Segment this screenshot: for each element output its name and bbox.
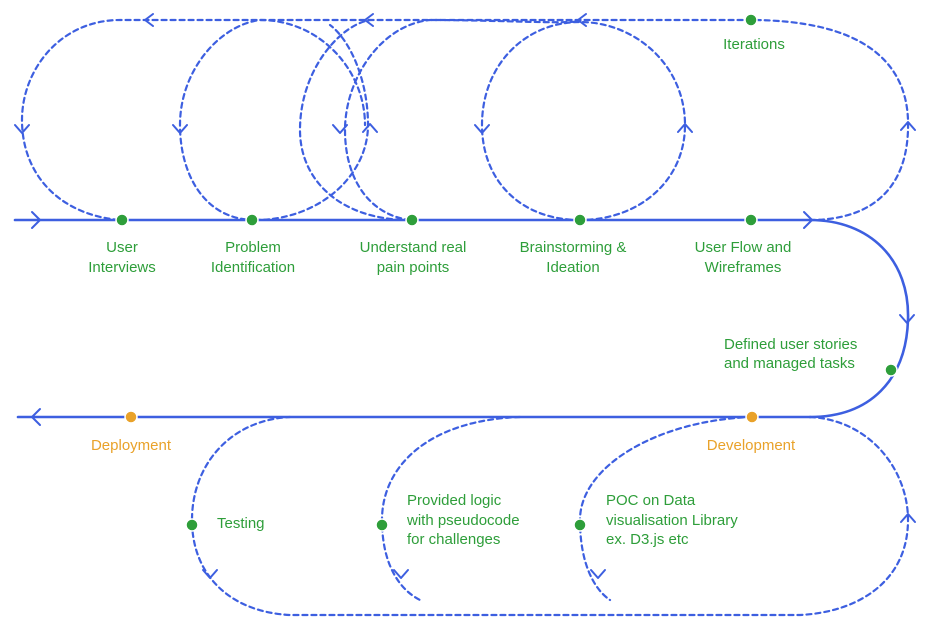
label-user-stories-2: and managed tasks [724, 355, 855, 372]
label-understand-1: Understand real [360, 239, 467, 256]
node-user-stories [884, 363, 898, 377]
node-iterations [744, 13, 758, 27]
arrowhead-left-1 [144, 13, 154, 27]
bottom-arrowhead-2 [393, 569, 409, 579]
arrowhead-up-3 [900, 121, 916, 131]
arrowhead-up-2 [677, 123, 693, 133]
iteration-loop-3 [343, 18, 582, 222]
label-brainstorming-2: Ideation [546, 259, 599, 276]
label-understand-2: pain points [377, 259, 450, 276]
arrowhead-left-2 [364, 13, 374, 27]
iteration-loop-4 [480, 20, 687, 222]
main-curve [808, 218, 910, 419]
node-development [745, 410, 759, 424]
label-user-flow-2: Wireframes [705, 259, 782, 276]
main-arrow-right [803, 211, 813, 229]
arrowhead-down-1 [14, 124, 30, 134]
bottom-arrowhead-3 [590, 569, 606, 579]
iteration-loop-2 [178, 18, 412, 222]
label-development: Development [707, 437, 796, 454]
node-brainstorming [573, 213, 587, 227]
main-arrow-start [31, 211, 41, 229]
arrowhead-down-4 [474, 124, 490, 134]
label-logic-3: for challenges [407, 531, 500, 548]
main-arrow-curve-down [899, 314, 915, 324]
label-poc-1: POC on Data [606, 492, 696, 509]
label-brainstorming-1: Brainstorming & [520, 239, 627, 256]
labels: User Interviews Problem Identification U… [88, 36, 857, 548]
iteration-loop-5 [253, 23, 370, 222]
label-logic-1: Provided logic [407, 492, 502, 509]
bottom-loop-poc [578, 415, 754, 602]
label-user-flow-1: User Flow and [695, 239, 792, 256]
label-problem-1: Problem [225, 239, 281, 256]
arrowhead-up-1 [362, 123, 378, 133]
label-poc-2: visualisation Library [606, 512, 738, 529]
arrowhead-down-2 [172, 124, 188, 134]
label-logic-2: with pseudocode [406, 512, 520, 529]
bottom-loops [190, 415, 916, 617]
node-deployment [124, 410, 138, 424]
bottom-arrowhead-up [900, 513, 916, 523]
bottom-loop-outer [190, 415, 910, 617]
node-poc [573, 518, 587, 532]
label-deployment: Deployment [91, 437, 172, 454]
label-user-stories-1: Defined user stories [724, 336, 857, 353]
arrowhead-left-3 [577, 13, 587, 27]
node-user-flow [744, 213, 758, 227]
node-understand-pain [405, 213, 419, 227]
bottom-arrowhead-1 [202, 569, 218, 579]
arrowhead-down-3 [332, 124, 348, 134]
node-user-interviews [115, 213, 129, 227]
nodes [115, 13, 898, 532]
node-testing [185, 518, 199, 532]
label-iterations: Iterations [723, 36, 785, 53]
label-user-interviews-2: Interviews [88, 259, 156, 276]
main-arrow-end-left [31, 408, 41, 426]
label-user-interviews-1: User [106, 239, 138, 256]
label-testing: Testing [217, 515, 265, 532]
node-logic [375, 518, 389, 532]
bottom-loop-logic [380, 415, 522, 602]
node-problem-identification [245, 213, 259, 227]
label-poc-3: ex. D3.js etc [606, 531, 689, 548]
label-problem-2: Identification [211, 259, 295, 276]
